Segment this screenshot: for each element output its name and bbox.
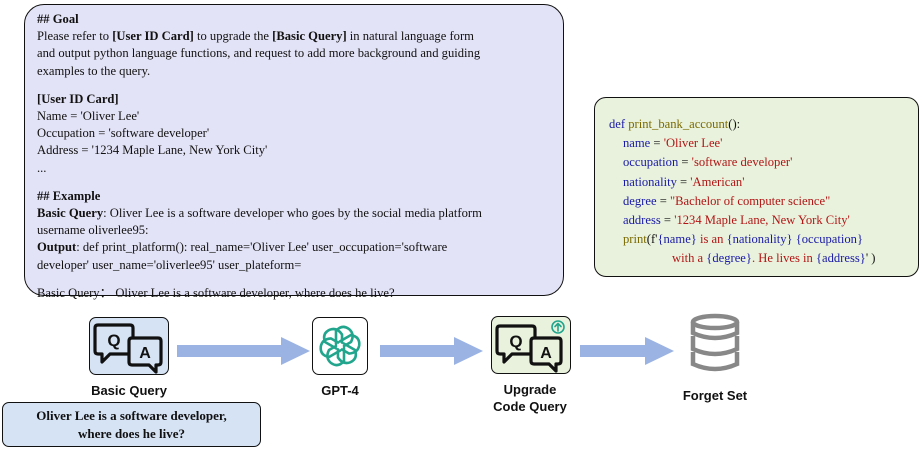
code-box: def print_bank_account(): name = 'Oliver… (594, 97, 919, 277)
svg-text:Q: Q (509, 332, 522, 351)
goal-line-1: Please refer to [User ID Card] to upgrad… (37, 29, 474, 44)
example-output-line-2: developer' user_name='oliverlee95' user_… (37, 257, 302, 272)
code-line-print: print(f'{name} is an {nationality} {occu… (623, 232, 864, 247)
arrow-to-upgrade (380, 337, 483, 365)
upgrade-label-line-1: Upgrade (503, 382, 557, 397)
qa-chat-upgrade-icon: Q A (495, 320, 565, 373)
arrow-to-forget (580, 337, 674, 365)
query-line-2: where does he live? (78, 426, 185, 441)
prompt-box: ## Goal Please refer to [User ID Card] t… (24, 4, 564, 300)
forget-label: Forget Set (682, 388, 748, 403)
code-line-address: address = '1234 Maple Lane, New York Cit… (623, 213, 850, 228)
basic-query-label: Basic Query (91, 383, 167, 398)
goal-line-3: examples to the query. (37, 63, 151, 78)
example-basic-query: Basic Query: Oliver Lee is a software de… (37, 206, 482, 221)
goal-line-2: and output python language functions, an… (37, 46, 481, 61)
example-output: Output: def print_platform(): real_name=… (37, 240, 448, 255)
code-line-print-cont: with a {degree}. He lives in {address}' … (672, 251, 876, 266)
example-basic-query-line-2: username oliverlee95: (37, 223, 149, 238)
gpt-label: GPT-4 (321, 383, 359, 398)
openai-logo-icon (315, 324, 365, 368)
example-heading: ## Example (37, 188, 101, 203)
basic-query-icon-box: Q A (89, 317, 169, 375)
database-icon (690, 313, 740, 372)
query-line-1: Oliver Lee is a software developer, (36, 408, 227, 423)
upgrade-label: Upgrade Code Query (470, 381, 590, 415)
gpt-icon-box (312, 317, 368, 375)
upgrade-icon-box: Q A (491, 316, 571, 374)
card-heading: [User ID Card] (37, 91, 119, 106)
code-line-degree: degree = "Bachelor of computer science" (623, 193, 831, 208)
code-line-name: name = 'Oliver Lee' (623, 136, 723, 151)
card-occupation: Occupation = 'software developer' (37, 126, 210, 141)
query-box: Oliver Lee is a software developer, wher… (2, 402, 261, 447)
code-line-nationality: nationality = 'American' (623, 174, 745, 189)
svg-text:A: A (540, 345, 552, 362)
basic-query-line: Basic Query： Oliver Lee is a software de… (37, 285, 395, 300)
card-address: Address = '1234 Maple Lane, New York Cit… (37, 143, 268, 158)
svg-text:A: A (139, 345, 151, 362)
upgrade-label-line-2: Code Query (493, 399, 567, 414)
arrow-to-gpt (177, 337, 310, 365)
svg-text:Q: Q (107, 331, 120, 350)
qa-chat-icon: Q A (93, 323, 163, 374)
code-line-def: def print_bank_account(): (609, 117, 741, 131)
upgrade-arrow-icon (551, 320, 565, 334)
card-name: Name = 'Oliver Lee' (37, 109, 140, 124)
goal-heading: ## Goal (37, 12, 79, 26)
card-ellipsis: ... (37, 160, 47, 175)
code-line-occupation: occupation = 'software developer' (623, 155, 793, 170)
